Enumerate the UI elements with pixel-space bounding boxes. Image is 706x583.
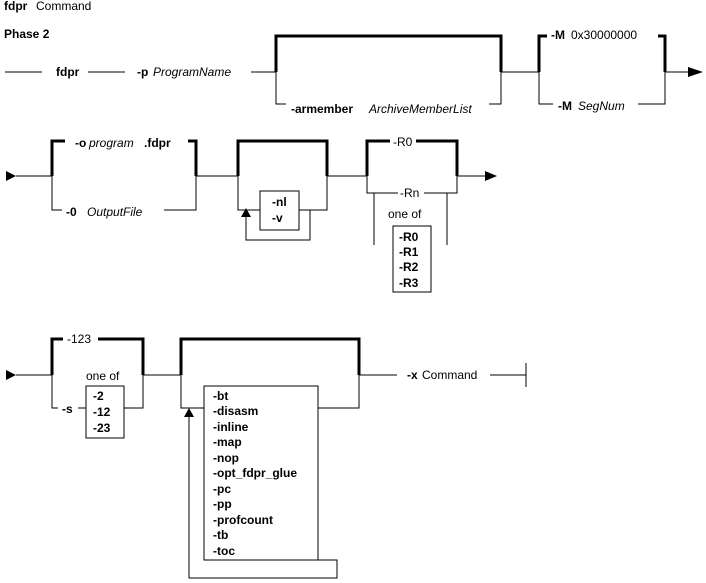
row2-start-arrow — [6, 171, 16, 181]
opts-repeat-arrow — [184, 408, 194, 417]
o-default-flag: -o — [75, 136, 86, 150]
s-default-bracket — [50, 337, 145, 375]
option-23: -23 — [93, 421, 111, 435]
s-options-box — [85, 385, 125, 439]
option-r0: -R0 — [399, 230, 419, 244]
s-branch — [51, 375, 144, 409]
armember-argument: ArchiveMemberList — [368, 102, 472, 116]
header-command-suffix: Command — [36, 0, 91, 13]
o-default-program: program — [88, 136, 134, 150]
nl-v-repeat-arrow — [241, 208, 251, 217]
r-default: -R0 — [393, 135, 413, 149]
option-nl: -nl — [272, 195, 287, 209]
m-branch — [538, 72, 666, 105]
header-command-name: fdpr — [4, 0, 28, 13]
nl-v-skip-bracket — [236, 139, 329, 176]
s-default: -123 — [67, 332, 91, 346]
fdpr-keyword: fdpr — [56, 65, 80, 79]
x-argument: Command — [422, 368, 477, 382]
option-r2: -R2 — [399, 260, 419, 274]
m-argument: SegNum — [578, 99, 625, 113]
m-default-bracket — [537, 34, 667, 72]
p-argument: ProgramName — [153, 65, 231, 79]
phase-title: Phase 2 — [4, 27, 50, 41]
armember-branch — [275, 72, 502, 105]
o-argument: OutputFile — [87, 205, 143, 219]
option-r1: -R1 — [399, 245, 419, 259]
nl-v-repeat-loop — [245, 209, 311, 241]
m-default-flag: -M — [551, 28, 565, 42]
row2-continue-arrow — [485, 171, 497, 181]
r-options-box — [392, 225, 432, 293]
o-flag: -0 — [66, 205, 77, 219]
option-pc: -pc — [213, 482, 231, 496]
option-12: -12 — [93, 405, 111, 419]
option-opt-fdpr-glue: -opt_fdpr_glue — [213, 466, 297, 480]
o-branch — [51, 176, 197, 211]
option-r3: -R3 — [399, 276, 419, 290]
option-toc: -toc — [213, 544, 235, 558]
p-flag: -p — [137, 65, 148, 79]
m-default-value: 0x30000000 — [571, 28, 637, 42]
option-v: -v — [272, 211, 283, 225]
x-flag: -x — [407, 368, 418, 382]
option-disasm: -disasm — [213, 404, 258, 418]
m-flag: -M — [558, 99, 572, 113]
option-bt: -bt — [213, 389, 228, 403]
opts-repeat-loop — [188, 417, 338, 579]
opts-options-box — [203, 385, 319, 561]
r-one-of-label: one of — [388, 207, 422, 221]
option-nop: -nop — [213, 451, 239, 465]
o-default-extension: .fdpr — [144, 136, 171, 150]
option-2: -2 — [93, 389, 104, 403]
armember-flag: -armember — [291, 102, 353, 116]
r-default-bracket — [365, 139, 459, 176]
option-inline: -inline — [213, 420, 249, 434]
opts-skip-bracket — [179, 337, 361, 375]
s-one-of-label: one of — [86, 369, 120, 383]
option-tb: -tb — [213, 528, 228, 542]
nl-v-options-box — [259, 190, 300, 231]
option-pp: -pp — [213, 497, 232, 511]
option-map: -map — [213, 435, 242, 449]
s-flag: -s — [62, 402, 73, 416]
row3-start-arrow — [6, 370, 16, 380]
opts-branch — [180, 375, 360, 409]
row1-continue-arrow — [688, 67, 703, 77]
r-branch-bracket — [366, 176, 458, 194]
option-profcount: -profcount — [213, 513, 273, 527]
rn-label: -Rn — [400, 186, 419, 200]
o-default-bracket — [50, 139, 198, 176]
armember-skip-bracket — [274, 34, 503, 72]
